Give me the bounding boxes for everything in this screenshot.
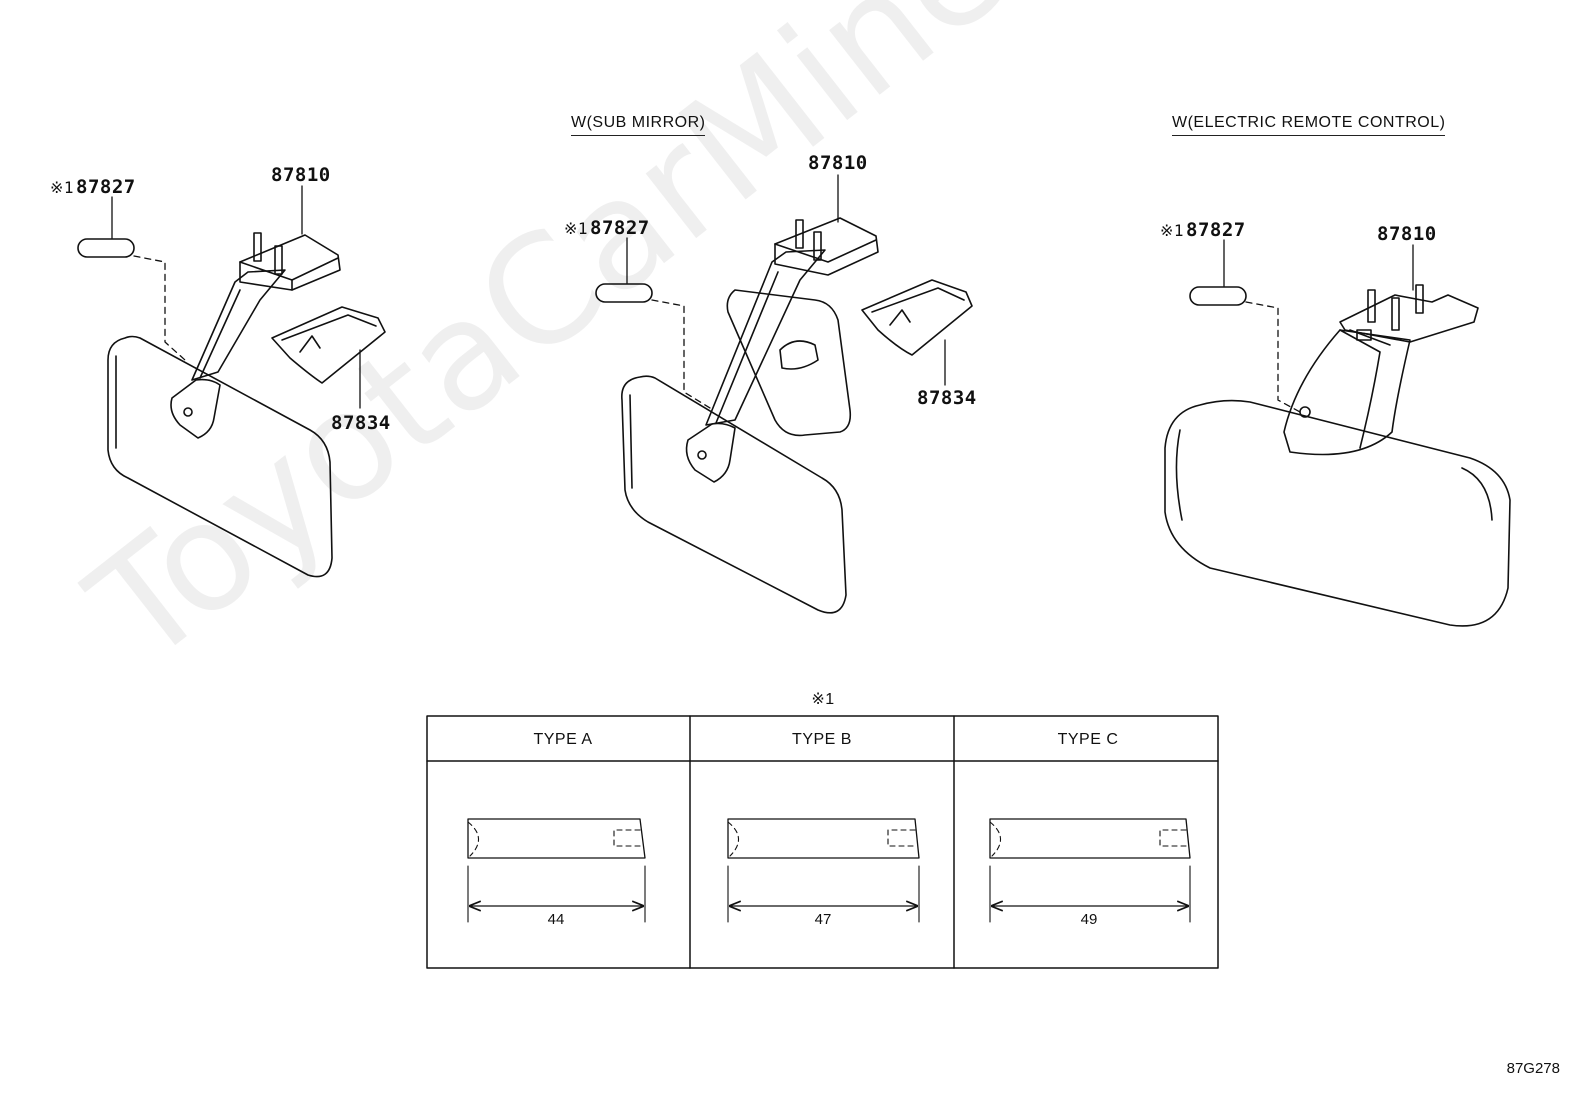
- note-mark: ※1: [1160, 221, 1185, 240]
- figure-code: 87G278: [1506, 1060, 1560, 1077]
- part-number: 87827: [1186, 219, 1246, 241]
- pin-part: [77, 238, 135, 258]
- mount-plate: [774, 217, 879, 276]
- sub-mirror: [726, 289, 852, 437]
- length-type-a: 44: [547, 911, 565, 928]
- variant-note-electric-remote: W(ELECTRIC REMOTE CONTROL): [1172, 114, 1446, 136]
- pin-profile-type-c: [989, 818, 1191, 923]
- mirror-body: [107, 335, 333, 578]
- table-header-type-b: TYPE B: [792, 731, 852, 748]
- cover-label-variant-2[interactable]: 87834: [917, 387, 977, 409]
- length-type-b: 47: [814, 911, 832, 928]
- mount-label-variant-1[interactable]: 87810: [271, 164, 331, 186]
- stay-cover: [271, 306, 386, 384]
- mirror-body: [621, 375, 847, 614]
- mount-label-variant-2[interactable]: 87810: [808, 152, 868, 174]
- type-table: [426, 715, 1219, 969]
- mount-label-variant-3[interactable]: 87810: [1377, 223, 1437, 245]
- mirror-stay: [191, 269, 286, 381]
- part-number: 87827: [590, 217, 650, 239]
- mirror-stay: [705, 249, 826, 426]
- variant-standard-drawing: [77, 185, 386, 578]
- mount-plate: [239, 234, 341, 291]
- pin-profile-type-b: [727, 818, 920, 923]
- stay-cover: [861, 279, 973, 356]
- part-number: 87827: [76, 176, 136, 198]
- note-mark: ※1: [564, 219, 589, 238]
- cover-label-variant-1[interactable]: 87834: [331, 412, 391, 434]
- length-type-c: 49: [1080, 911, 1098, 928]
- pin-part: [1189, 286, 1247, 306]
- variant-note-sub-mirror: W(SUB MIRROR): [571, 114, 706, 136]
- mirror-pivot: [170, 378, 221, 439]
- mirror-pivot: [685, 422, 736, 483]
- table-title: ※1: [811, 691, 835, 708]
- table-header-type-a: TYPE A: [533, 731, 593, 748]
- mount-plate: [1339, 294, 1479, 343]
- pin-profile-type-a: [467, 818, 646, 923]
- pin-part: [595, 283, 653, 303]
- note-mark: ※1: [50, 178, 75, 197]
- table-header-type-c: TYPE C: [1057, 731, 1119, 748]
- mirror-housing: [1283, 329, 1411, 456]
- mirror-body: [1164, 399, 1511, 627]
- variant-sub-mirror-drawing: [595, 174, 973, 614]
- variant-electric-remote-drawing: [1164, 239, 1511, 627]
